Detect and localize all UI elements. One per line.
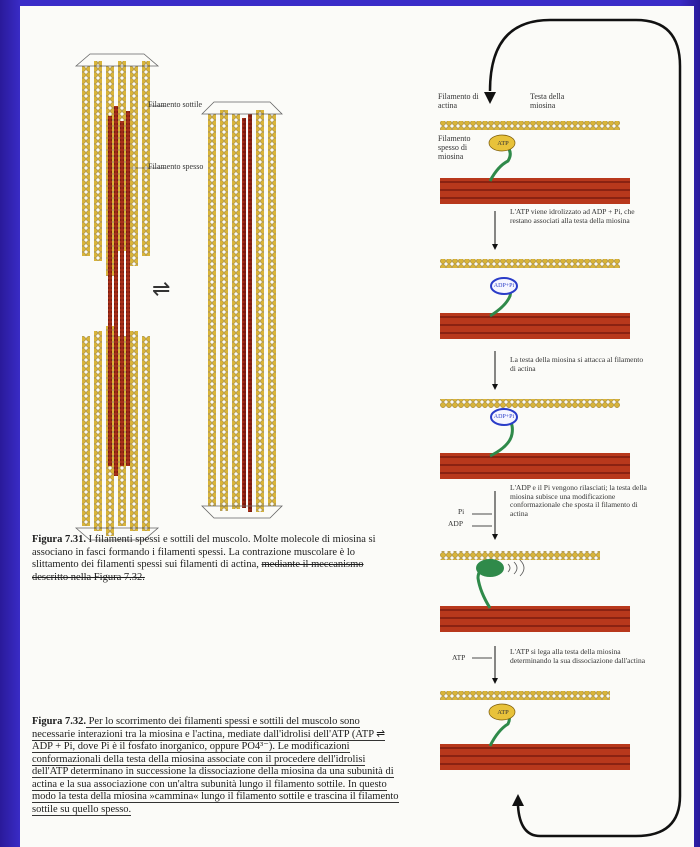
head-label-3: ADP+Pi	[492, 413, 516, 422]
step-1-text: L'ATP viene idrolizzato ad ADP + Pi, che…	[510, 208, 650, 225]
head-label-2: ADP+Pi	[492, 282, 516, 291]
caption-7-31-number: Figura 7.31.	[32, 534, 86, 545]
step-2-text: La testa della miosina si attacca al fil…	[510, 356, 650, 373]
caption-7-32-text: Per lo scorrimento dei filamenti spessi …	[32, 716, 399, 816]
equilibrium-arrows: ⇌	[152, 276, 170, 302]
head-label-1: ATP	[492, 139, 514, 148]
label-thin-filament: Filamento sottile	[148, 100, 208, 109]
textbook-page: Filamento sottile Filamento spesso ⇌ Fig…	[20, 6, 694, 847]
step-3-adp: ADP	[448, 520, 472, 529]
step-4-atp: ATP	[452, 654, 472, 663]
caption-7-32: Figura 7.32. Per lo scorrimento dei fila…	[32, 716, 404, 816]
label-actin-filament: Filamento di actina	[438, 92, 484, 110]
step-3-text: L'ADP e il Pi vengono rilasciati; la tes…	[510, 484, 650, 518]
label-myosin-head: Testa della miosina	[530, 92, 590, 110]
caption-7-31: Figura 7.31. I filamenti spessi e sottil…	[32, 534, 382, 584]
step-4-text: L'ATP si lega alla testa della miosina d…	[510, 648, 650, 665]
label-thick-myosin: Filamento spesso di miosina	[438, 134, 484, 161]
head-label-4: ATP	[492, 708, 514, 717]
sarcomere-contracted	[202, 102, 282, 518]
cycle-arrow	[490, 20, 680, 836]
step-3-pi: Pi	[458, 508, 472, 517]
caption-7-32-number: Figura 7.32.	[32, 716, 86, 727]
label-thick-filament: Filamento spesso	[148, 162, 208, 171]
